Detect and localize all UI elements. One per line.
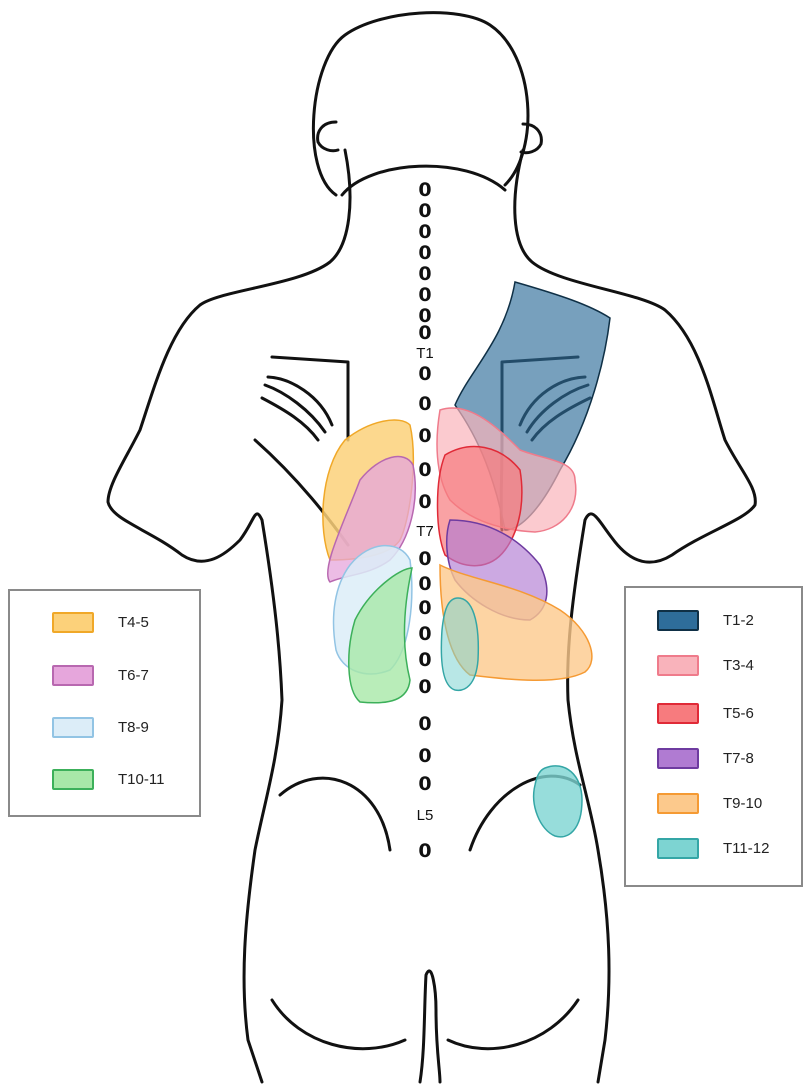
legend-item-t1-2: T1-2 bbox=[657, 605, 754, 635]
vertebra-marker: 0 bbox=[418, 773, 431, 795]
vertebra-marker: 0 bbox=[418, 459, 431, 481]
legend-label: T9-10 bbox=[723, 795, 762, 812]
vertebra-marker: 0 bbox=[418, 597, 431, 619]
legend-item-t5-6: T5-6 bbox=[657, 698, 754, 728]
legend-swatch bbox=[657, 748, 699, 769]
legend-swatch bbox=[657, 655, 699, 676]
legend-label: T5-6 bbox=[723, 705, 754, 722]
vertebra-marker: 0 bbox=[418, 573, 431, 595]
spine-label-l5: L5 bbox=[417, 807, 434, 824]
legend-item-t9-10: T9-10 bbox=[657, 788, 762, 818]
legend-label: T4-5 bbox=[118, 614, 149, 631]
vertebra-marker: 0 bbox=[418, 676, 431, 698]
legend-swatch bbox=[52, 717, 94, 738]
vertebra-marker: 0 bbox=[418, 242, 431, 264]
vertebra-marker: 0 bbox=[418, 221, 431, 243]
legend-item-t3-4: T3-4 bbox=[657, 650, 754, 680]
legend-label: T8-9 bbox=[118, 719, 149, 736]
legend-left: T4-5 T6-7 T8-9 T10-11 bbox=[8, 589, 201, 817]
legend-right: T1-2 T3-4 T5-6 T7-8 T9-10 T11-12 bbox=[624, 586, 803, 887]
legend-item-t4-5: T4-5 bbox=[52, 607, 149, 637]
vertebra-marker: 0 bbox=[418, 425, 431, 447]
legend-swatch bbox=[657, 793, 699, 814]
region-t11-12-paraspinal bbox=[441, 598, 478, 690]
left-ear bbox=[318, 122, 338, 151]
legend-swatch bbox=[657, 838, 699, 859]
vertebra-marker: 0 bbox=[418, 284, 431, 306]
region-t11-12-flank bbox=[534, 766, 582, 837]
left-gluteal-fold bbox=[272, 1000, 405, 1049]
gluteal-cleft bbox=[420, 971, 440, 1082]
legend-item-t7-8: T7-8 bbox=[657, 743, 754, 773]
legend-label: T7-8 bbox=[723, 750, 754, 767]
vertebra-marker: 0 bbox=[418, 322, 431, 344]
legend-item-t6-7: T6-7 bbox=[52, 660, 149, 690]
spine-label-t1: T1 bbox=[416, 345, 434, 362]
legend-item-t8-9: T8-9 bbox=[52, 712, 149, 742]
legend-label: T3-4 bbox=[723, 657, 754, 674]
vertebra-marker: 0 bbox=[418, 363, 431, 385]
vertebra-marker: 0 bbox=[418, 840, 431, 862]
legend-swatch bbox=[657, 610, 699, 631]
vertebra-marker: 0 bbox=[418, 200, 431, 222]
legend-item-t10-11: T10-11 bbox=[52, 764, 164, 794]
vertebra-marker: 0 bbox=[418, 623, 431, 645]
right-gluteal-fold bbox=[448, 1000, 578, 1049]
vertebra-marker: 0 bbox=[418, 491, 431, 513]
legend-label: T1-2 bbox=[723, 612, 754, 629]
legend-swatch bbox=[52, 769, 94, 790]
legend-swatch bbox=[52, 665, 94, 686]
legend-label: T11-12 bbox=[723, 840, 769, 857]
legend-label: T6-7 bbox=[118, 667, 149, 684]
vertebra-marker: 0 bbox=[418, 713, 431, 735]
spine-label-t7: T7 bbox=[416, 523, 434, 540]
dermatome-regions bbox=[323, 282, 610, 837]
spine-markers: 0 0 0 0 0 0 0 0 T1 0 0 0 0 0 T7 0 0 0 0 … bbox=[416, 179, 434, 862]
body-outline bbox=[108, 13, 755, 1082]
vertebra-marker: 0 bbox=[418, 548, 431, 570]
vertebra-marker: 0 bbox=[418, 263, 431, 285]
legend-label: T10-11 bbox=[118, 771, 164, 788]
vertebra-marker: 0 bbox=[418, 179, 431, 201]
left-iliac-crest bbox=[280, 778, 390, 850]
legend-item-t11-12: T11-12 bbox=[657, 833, 769, 863]
vertebra-marker: 0 bbox=[418, 649, 431, 671]
vertebra-marker: 0 bbox=[418, 745, 431, 767]
vertebra-marker: 0 bbox=[418, 393, 431, 415]
legend-swatch bbox=[657, 703, 699, 724]
legend-swatch bbox=[52, 612, 94, 633]
